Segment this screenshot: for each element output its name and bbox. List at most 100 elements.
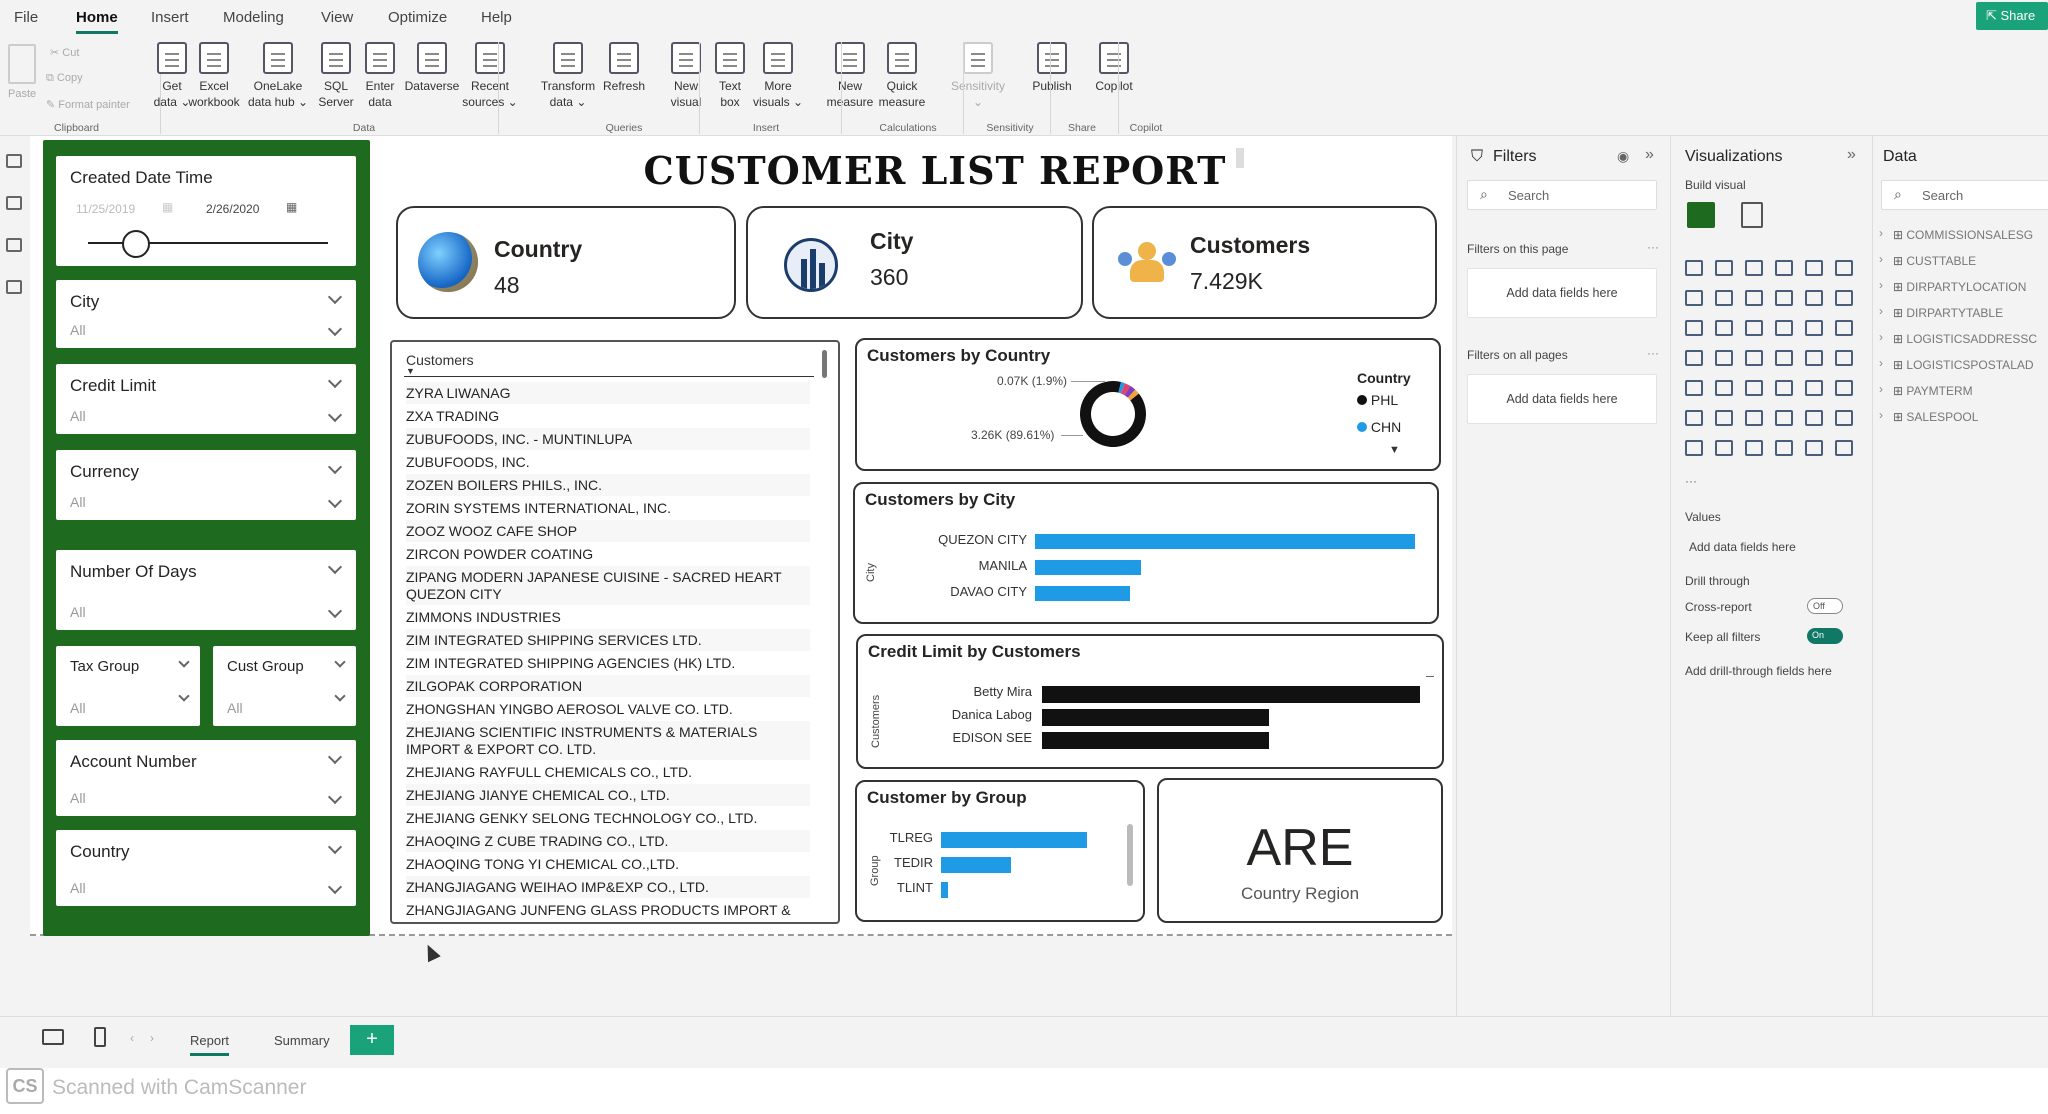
model-view-icon[interactable] (6, 238, 22, 252)
visual-type-icon[interactable] (1715, 380, 1733, 396)
chevron-down-icon[interactable] (327, 603, 343, 619)
format-painter-button[interactable]: ✎ Format painter (46, 99, 130, 111)
visual-type-icon[interactable] (1805, 350, 1823, 366)
table-row[interactable]: ZHEJIANG GENKY SELONG TECHNOLOGY CO., LT… (406, 807, 810, 830)
chevron-right-icon[interactable]: › (1879, 304, 1883, 318)
visual-type-icon[interactable] (1775, 410, 1793, 426)
chevron-right-icon[interactable]: › (1879, 226, 1883, 240)
visual-type-icon[interactable] (1715, 410, 1733, 426)
chevron-down-icon[interactable] (334, 690, 346, 702)
table-row[interactable]: ZIRCON POWDER COATING (406, 543, 810, 566)
table-row[interactable]: ZHONGSHAN YINGBO AEROSOL VALVE CO. LTD. (406, 698, 810, 721)
slicer-value[interactable]: All (70, 880, 86, 896)
legend-scroll-down-icon[interactable]: ▼ (1389, 444, 1400, 456)
format-visual-icon[interactable] (1741, 202, 1763, 228)
ribbon-button[interactable]: Enter data (348, 42, 412, 110)
bar[interactable] (941, 832, 1087, 848)
slicer-value[interactable]: All (70, 322, 86, 338)
ribbon-button[interactable]: Dataverse (400, 42, 464, 94)
filters-all-pages-well[interactable]: Add data fields here (1467, 374, 1657, 424)
visual-type-icon[interactable] (1805, 320, 1823, 336)
ribbon-button[interactable]: Transform data ⌄ (536, 42, 600, 110)
table-row[interactable]: ZHAOQING TONG YI CHEMICAL CO.,LTD. (406, 853, 810, 876)
date-end-field[interactable]: 2/26/2020 (206, 202, 260, 216)
card-customers[interactable]: Customers 7.429K (1092, 206, 1437, 319)
visual-type-icon[interactable] (1835, 440, 1853, 456)
ribbon-button[interactable]: Copilot (1082, 42, 1146, 94)
visual-type-icon[interactable] (1835, 410, 1853, 426)
filters-page-well[interactable]: Add data fields here (1467, 268, 1657, 318)
chevron-right-icon[interactable]: › (1879, 408, 1883, 422)
bar[interactable] (1042, 709, 1269, 726)
chevron-down-icon[interactable] (327, 749, 343, 765)
ribbon-button[interactable]: Recent sources ⌄ (458, 42, 522, 110)
card-country[interactable]: Country 48 (396, 206, 736, 319)
paste-icon[interactable] (8, 44, 36, 84)
donut-slice-other[interactable] (1124, 385, 1136, 398)
visual-type-icon[interactable] (1685, 260, 1703, 276)
visual-type-icon[interactable] (1775, 440, 1793, 456)
tab-report[interactable]: Report (190, 1033, 230, 1056)
table-row[interactable]: ZYRA LIWANAG (406, 382, 810, 405)
menu-optimize[interactable]: Optimize (388, 9, 448, 26)
donut-slice-other[interactable] (1127, 389, 1139, 401)
table-row[interactable]: ZHAOQING Z CUBE TRADING CO., LTD. (406, 830, 810, 853)
slicer-cust-group[interactable]: Cust Group All (213, 646, 356, 726)
data-table-item[interactable]: PAYMTERM (1893, 384, 1972, 398)
visual-type-icon[interactable] (1715, 440, 1733, 456)
data-table-item[interactable]: DIRPARTYTABLE (1893, 306, 2003, 320)
chevron-down-icon[interactable] (327, 321, 343, 337)
add-page-button[interactable]: + (350, 1025, 394, 1055)
visual-type-icon[interactable] (1685, 320, 1703, 336)
visual-type-icon[interactable] (1805, 440, 1823, 456)
visual-type-icon[interactable] (1745, 260, 1763, 276)
chevron-down-icon[interactable] (327, 789, 343, 805)
ribbon-button[interactable]: Refresh (592, 42, 656, 94)
tab-summary[interactable]: Summary (274, 1033, 330, 1048)
ribbon-button[interactable]: Publish (1020, 42, 1084, 94)
ribbon-button[interactable]: Get data ⌄ (140, 42, 204, 110)
table-row[interactable]: ZIM INTEGRATED SHIPPING AGENCIES (HK) LT… (406, 652, 810, 675)
slicer-value[interactable]: All (70, 604, 86, 620)
table-row[interactable]: ZIM INTEGRATED SHIPPING SERVICES LTD. (406, 629, 810, 652)
share-button[interactable]: ⇱ Share (1976, 2, 2048, 30)
chevron-down-icon[interactable] (178, 690, 190, 702)
slicer-value[interactable]: All (70, 700, 86, 716)
chevron-down-icon[interactable] (327, 289, 343, 305)
desktop-layout-icon[interactable] (42, 1029, 64, 1045)
donut-slice-phl[interactable] (1080, 381, 1146, 447)
filters-search-input[interactable]: ⌕ Search (1467, 180, 1657, 210)
bar[interactable] (1035, 560, 1142, 575)
slicer-value[interactable]: All (70, 790, 86, 806)
visual-type-icon[interactable] (1775, 350, 1793, 366)
data-table-item[interactable]: LOGISTICSADDRESSC (1893, 332, 2037, 346)
ribbon-button[interactable]: Excel workbook (182, 42, 246, 110)
table-row[interactable]: ZHANGJIAGANG WEIHAO IMP&EXP CO., LTD. (406, 876, 810, 899)
visual-type-icon[interactable] (1745, 290, 1763, 306)
ribbon-button[interactable]: New visual (654, 42, 718, 110)
eye-icon[interactable]: ◉ (1617, 148, 1630, 164)
chevron-down-icon[interactable] (327, 493, 343, 509)
visual-type-icon[interactable] (1805, 290, 1823, 306)
prev-page-icon[interactable]: ‹ (130, 1031, 134, 1045)
drill-through-well[interactable]: Add drill-through fields here (1685, 664, 1832, 678)
visual-type-icon[interactable] (1685, 440, 1703, 456)
table-row[interactable]: ZIPANG MODERN JAPANESE CUISINE - SACRED … (406, 566, 810, 606)
collapse-pane-icon[interactable]: » (1645, 146, 1654, 163)
bar[interactable] (941, 882, 949, 898)
chevron-right-icon[interactable]: › (1879, 382, 1883, 396)
chevron-down-icon[interactable] (327, 559, 343, 575)
menu-view[interactable]: View (321, 9, 354, 26)
bar[interactable] (1042, 686, 1420, 703)
menu-file[interactable]: File (14, 9, 39, 26)
menu-insert[interactable]: Insert (151, 9, 189, 26)
calendar-icon[interactable]: ▦ (286, 200, 298, 214)
chevron-right-icon[interactable]: › (1879, 356, 1883, 370)
scroll-thumb[interactable] (1236, 148, 1244, 168)
visual-type-icon[interactable] (1805, 380, 1823, 396)
table-view-icon[interactable] (6, 196, 22, 210)
menu-modeling[interactable]: Modeling (223, 9, 284, 26)
slicer-currency[interactable]: Currency All (56, 450, 356, 520)
slicer-value[interactable]: All (227, 700, 243, 716)
table-row[interactable]: ZIMMONS INDUSTRIES (406, 606, 810, 629)
